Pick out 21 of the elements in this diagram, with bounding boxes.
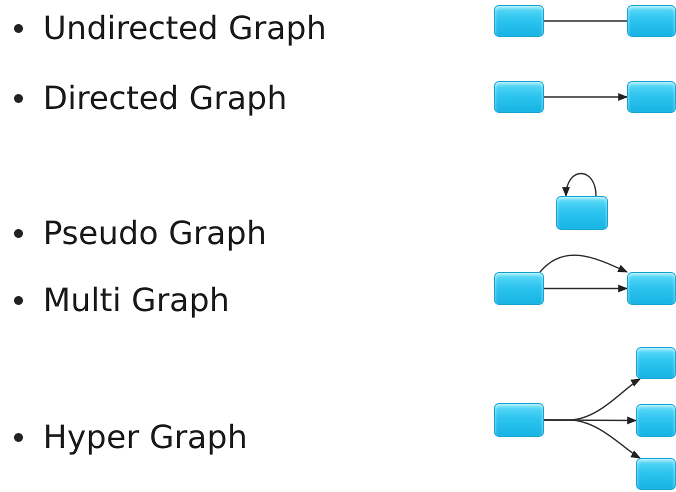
graph-node	[636, 347, 676, 379]
list-item: Pseudo Graph	[43, 214, 267, 252]
graph-node	[636, 458, 676, 490]
connector-arrow	[544, 419, 641, 459]
graph-node	[627, 5, 676, 37]
connector-arrow	[544, 284, 628, 292]
graph-node	[627, 81, 676, 113]
connector-arrow	[544, 93, 628, 101]
graph-node	[494, 403, 544, 437]
list-item: Multi Graph	[43, 281, 230, 319]
list-item: Directed Graph	[43, 79, 288, 117]
connector-arrow	[562, 172, 597, 197]
list-item: Hyper Graph	[43, 418, 248, 456]
list-item: Undirected Graph	[43, 9, 327, 47]
graph-node	[494, 81, 544, 113]
graph-node	[494, 272, 544, 305]
graph-node	[636, 404, 676, 437]
graph-node	[627, 272, 676, 305]
graph-node	[556, 196, 608, 230]
graph-node	[494, 5, 544, 37]
connector-arrow	[540, 254, 628, 273]
